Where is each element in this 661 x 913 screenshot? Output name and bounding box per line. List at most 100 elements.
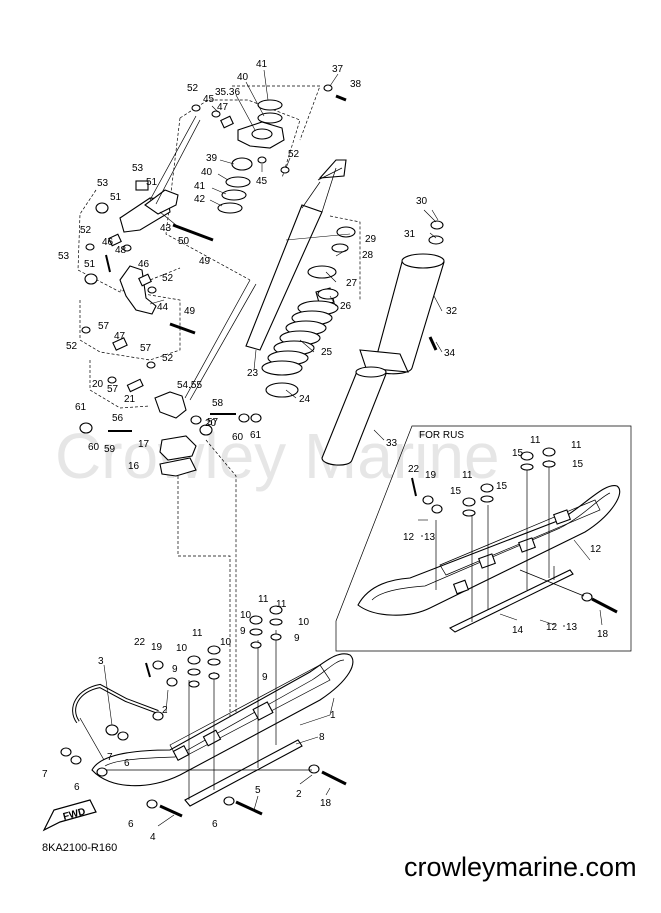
callout-32: 32 <box>446 306 458 317</box>
inset-callout-11: 11 <box>462 470 473 481</box>
callout-59: 59 <box>104 444 116 455</box>
callout-57: 57 <box>140 343 152 354</box>
callout-leaders <box>103 69 603 827</box>
callout-40: 40 <box>201 167 213 178</box>
callout-50: 50 <box>178 236 190 247</box>
callout-53: 53 <box>58 251 70 262</box>
callout-31: 31 <box>404 229 416 240</box>
callout-46: 46 <box>102 237 114 248</box>
callout-21: 21 <box>124 394 136 405</box>
callout-7: 7 <box>42 769 48 780</box>
callout-56: 56 <box>112 413 124 424</box>
inset-title: FOR RUS <box>419 430 464 441</box>
callout-28: 28 <box>362 250 374 261</box>
pivot-bearing-stack <box>191 84 347 214</box>
callout-22: 22 <box>134 637 146 648</box>
callout-58: 58 <box>212 398 224 409</box>
inset-callout-12: 12 <box>403 532 415 543</box>
callout-2: 2 <box>296 789 302 800</box>
callout-52: 52 <box>162 353 174 364</box>
callout-3: 3 <box>98 656 104 667</box>
callout-26: 26 <box>340 301 352 312</box>
callout-16: 16 <box>128 461 140 472</box>
callout-51: 51 <box>146 177 158 188</box>
callout-52: 52 <box>288 149 300 160</box>
shaft-covers <box>321 220 445 466</box>
callout-9: 9 <box>172 664 178 675</box>
callout-39: 39 <box>206 153 218 164</box>
callout-17: 17 <box>138 439 150 450</box>
callout-49: 49 <box>199 256 211 267</box>
callout-6: 6 <box>124 758 130 769</box>
callout-9: 9 <box>294 633 300 644</box>
callout-54-55: 54.55 <box>177 380 202 391</box>
callout-11: 11 <box>258 594 269 605</box>
for-rus-inset: FOR RUS <box>335 425 632 652</box>
callout-1: 1 <box>330 710 336 721</box>
steering-shaft <box>245 159 347 351</box>
callout-52: 52 <box>80 225 92 236</box>
callout-49: 49 <box>184 306 196 317</box>
callout-6: 6 <box>74 782 80 793</box>
callout-34: 34 <box>444 348 456 359</box>
callout-51: 51 <box>84 259 96 270</box>
callout-11: 11 <box>192 628 203 639</box>
callout-43: 43 <box>160 223 172 234</box>
callout-30: 30 <box>416 196 428 207</box>
inset-callout-15: 15 <box>496 481 508 492</box>
callout-35-36: 35.36 <box>215 87 240 98</box>
callout-6: 6 <box>128 819 134 830</box>
callout-9: 9 <box>240 626 246 637</box>
callout-labels: 41 37 38 40 52 45 35.36 47 52 45 39 40 4… <box>42 59 609 843</box>
callout-9: 9 <box>262 672 268 683</box>
callout-2: 2 <box>162 705 168 716</box>
inset-callout-12: 12 <box>590 544 602 555</box>
callout-52: 52 <box>162 273 174 284</box>
callout-37: 37 <box>332 64 344 75</box>
callout-53: 53 <box>97 178 109 189</box>
inset-callout-19: 19 <box>425 470 437 481</box>
callout-29: 29 <box>365 234 377 245</box>
callout-18: 18 <box>320 798 332 809</box>
callout-27: 27 <box>346 278 358 289</box>
callout-51: 51 <box>110 192 122 203</box>
footer-site-text: crowleymarine.com <box>404 852 637 882</box>
callout-10: 10 <box>298 617 310 628</box>
inset-callout-13: 13 <box>424 532 436 543</box>
callout-20: 20 <box>92 379 104 390</box>
callout-7: 7 <box>107 752 113 763</box>
callout-40: 40 <box>237 72 249 83</box>
callout-11: 11 <box>276 599 287 610</box>
callout-24: 24 <box>299 394 311 405</box>
inset-callout-14: 14 <box>512 625 524 636</box>
callout-33: 33 <box>386 438 398 449</box>
callout-61: 61 <box>250 430 262 441</box>
callout-57: 57 <box>107 384 119 395</box>
callout-48: 48 <box>115 245 127 256</box>
callout-45: 45 <box>203 94 215 105</box>
callout-4: 4 <box>150 832 156 843</box>
callout-47: 47 <box>217 102 229 113</box>
callout-19: 19 <box>151 642 163 653</box>
callout-8: 8 <box>319 732 325 743</box>
inset-callout-13: 13 <box>566 622 578 633</box>
callout-20: 20 <box>205 418 217 429</box>
coil-spring <box>261 215 361 398</box>
callout-57: 57 <box>207 417 219 428</box>
callout-25: 25 <box>321 347 333 358</box>
main-ski-assembly <box>60 605 354 818</box>
callout-10: 10 <box>220 637 232 648</box>
inset-callout-11: 11 <box>571 440 582 451</box>
callout-41: 41 <box>194 181 206 192</box>
callout-47: 47 <box>114 331 126 342</box>
callout-60: 60 <box>88 442 100 453</box>
inset-callout-15: 15 <box>572 459 584 470</box>
callout-57: 57 <box>98 321 110 332</box>
callout-6: 6 <box>212 819 218 830</box>
callout-45: 45 <box>256 176 268 187</box>
inset-callout-22: 22 <box>408 464 420 475</box>
inset-callout-18: 18 <box>597 629 609 640</box>
callout-41: 41 <box>256 59 268 70</box>
